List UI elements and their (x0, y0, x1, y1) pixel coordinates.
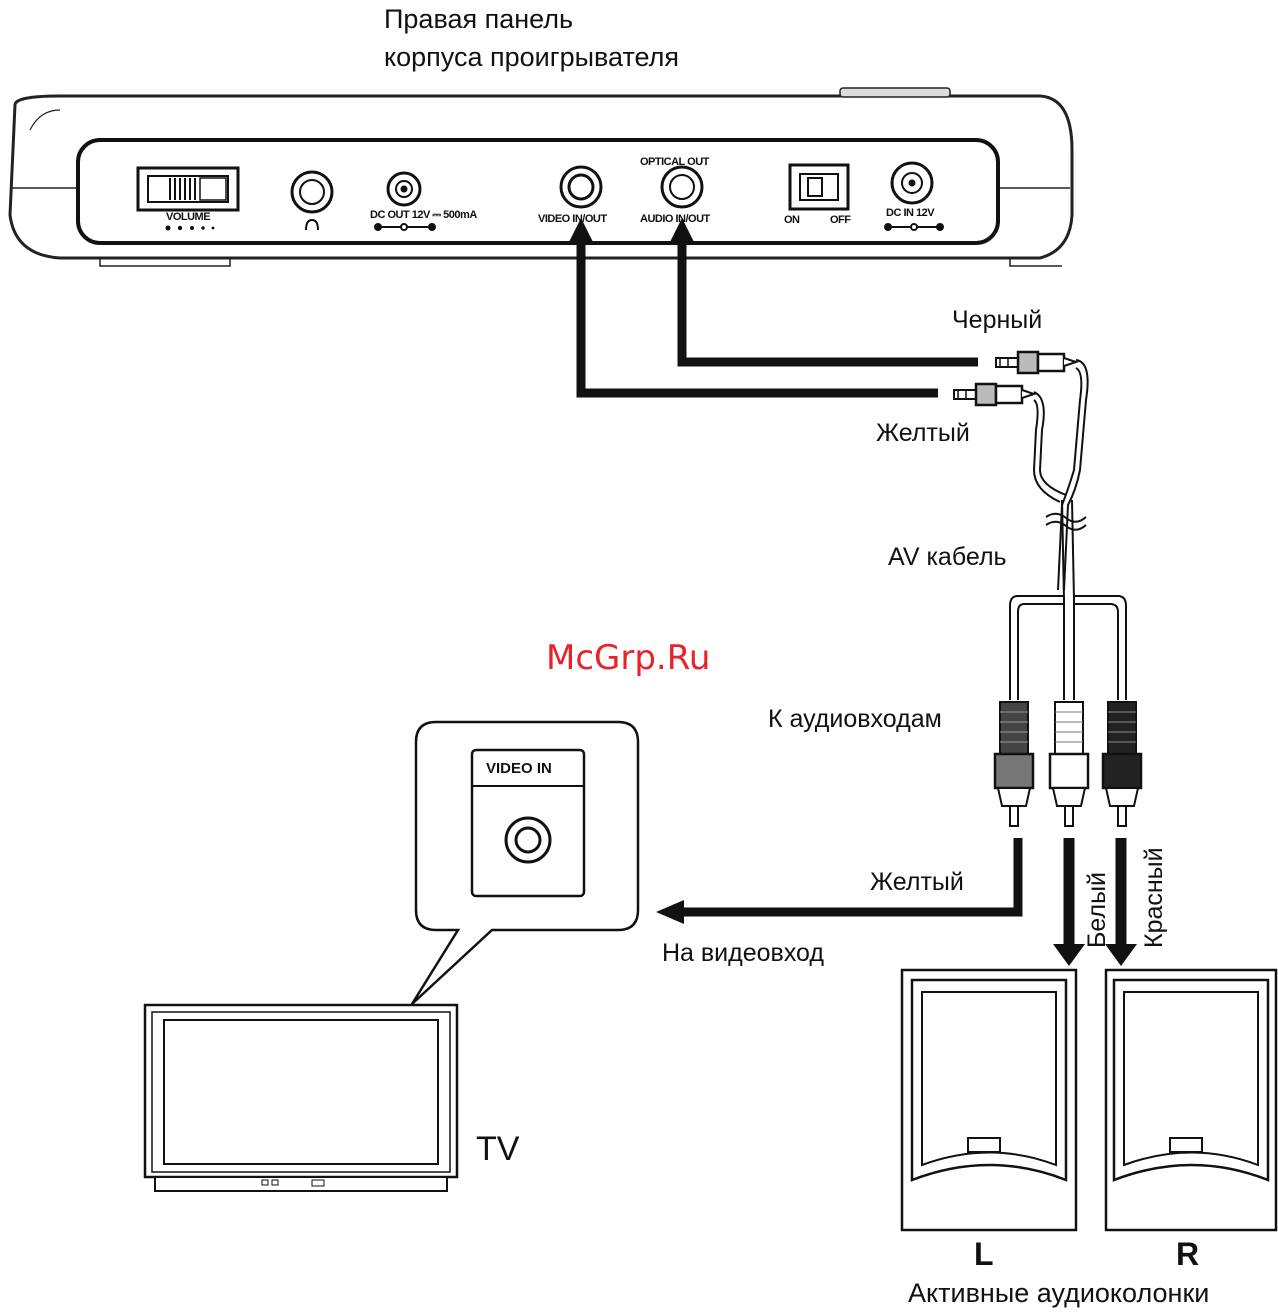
to-audio-inputs-label: К аудиовходам (768, 705, 942, 734)
black-minijack-plug (996, 352, 1076, 373)
power-off-label: OFF (830, 214, 851, 226)
rca-plug-red (1103, 702, 1141, 826)
speaker-left (902, 970, 1076, 1230)
av-cable-label: AV кабель (888, 543, 1007, 572)
video-io-label: VIDEO IN/OUT (538, 213, 607, 225)
power-switch (790, 165, 848, 209)
tv-set (145, 1005, 457, 1191)
yellow-plug-label: Желтый (876, 419, 970, 448)
av-cable-wires (1010, 360, 1126, 700)
watermark: McGrp.Ru (546, 638, 710, 678)
title-line1: Правая панель (384, 4, 573, 35)
black-plug-label: Черный (952, 306, 1042, 335)
tv-video-arrow (680, 838, 1018, 912)
video-connection-arrow (581, 238, 938, 393)
tv-video-arrow-head (656, 900, 684, 924)
red-wire-label: Красный (1140, 847, 1169, 948)
headphone-jack (292, 172, 332, 212)
power-on-label: ON (784, 214, 800, 226)
white-arrow-head (1053, 944, 1085, 966)
video-io-jack (561, 167, 601, 207)
audio-io-label: AUDIO IN/OUT (640, 213, 710, 225)
tv-label: TV (476, 1130, 519, 1169)
speakers-caption: Активные аудиоколонки (908, 1278, 1209, 1309)
title-line2: корпуса проигрывателя (384, 42, 679, 73)
speaker-right-label: R (1176, 1236, 1199, 1273)
volume-slider (138, 168, 238, 210)
dc-out-label: DC OUT 12V ⎓ 500mA (370, 209, 477, 222)
dc-in-jack (892, 163, 932, 203)
white-wire-label: Белый (1083, 872, 1112, 948)
audio-io-jack (662, 167, 702, 207)
speaker-right (1106, 970, 1276, 1230)
rca-plug-white (1050, 702, 1088, 826)
tv-yellow-label: Желтый (870, 868, 964, 897)
speaker-left-label: L (974, 1236, 994, 1273)
tv-video-in-label: VIDEO IN (486, 760, 552, 777)
volume-label: VOLUME (166, 211, 210, 223)
yellow-minijack-plug (954, 384, 1034, 405)
rca-plug-yellow (995, 702, 1033, 826)
to-video-input-label: На видеовход (662, 939, 824, 968)
dc-in-label: DC IN 12V (886, 207, 934, 219)
optical-out-label: OPTICAL OUT (640, 156, 709, 168)
dc-out-jack (388, 173, 420, 205)
